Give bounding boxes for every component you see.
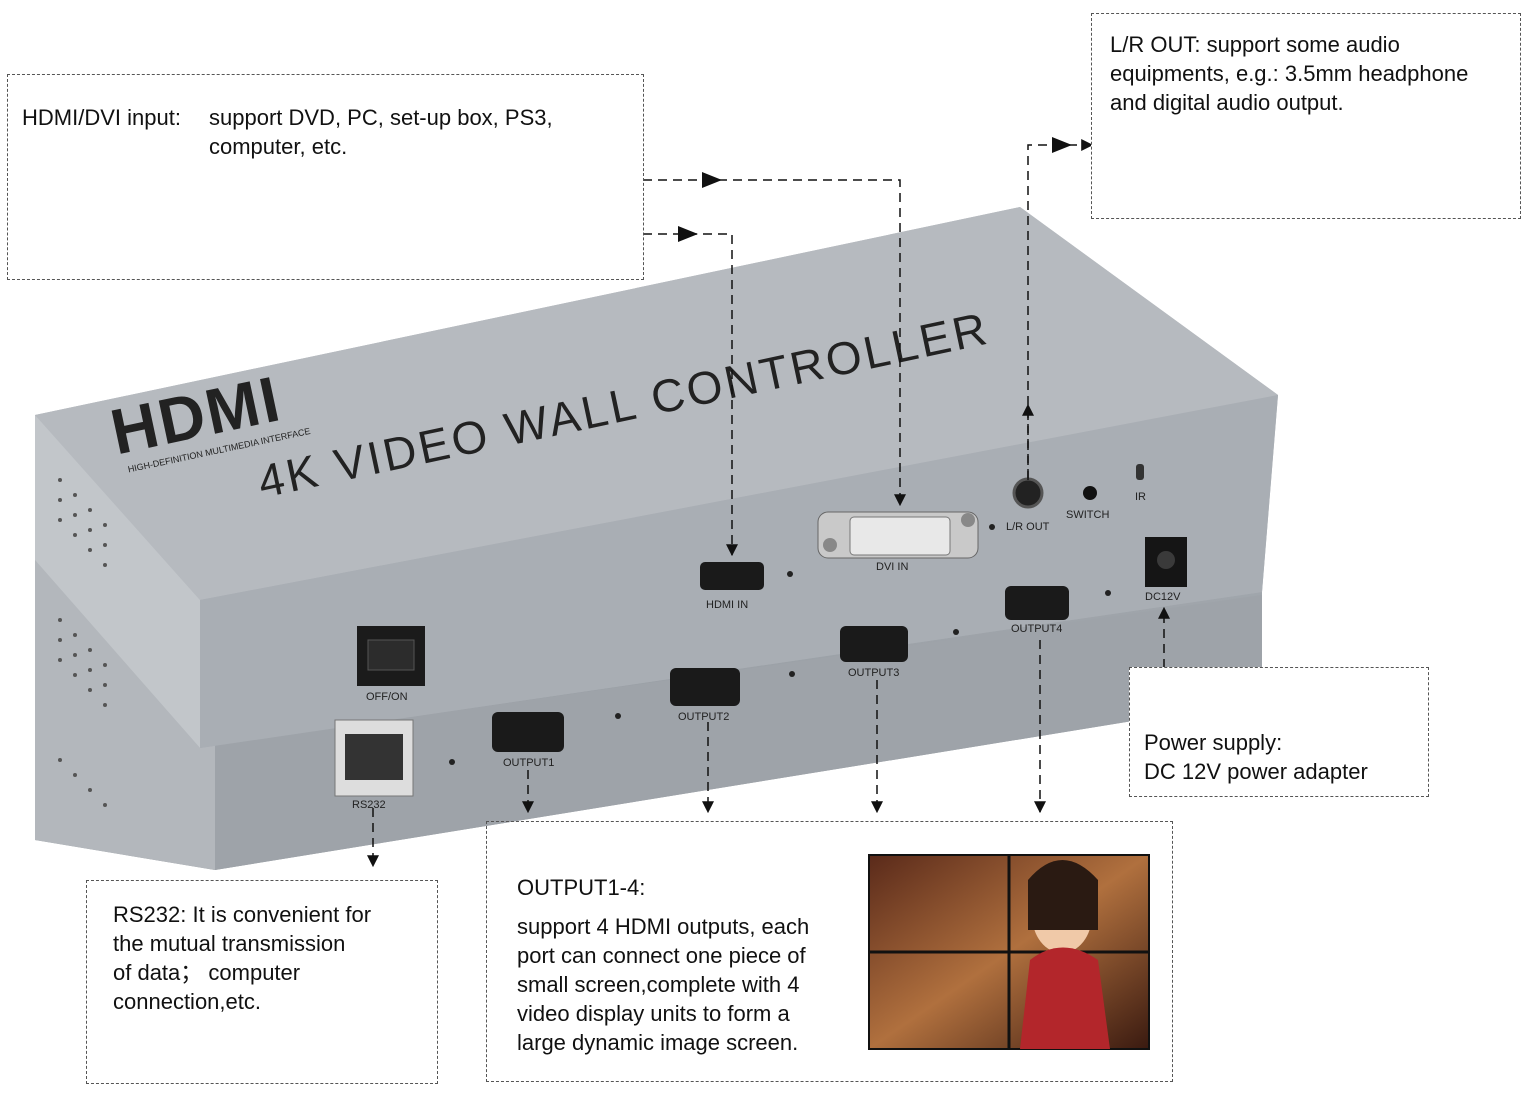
output4-port	[1005, 586, 1069, 620]
outputs-line2: port can connect one piece of	[517, 943, 806, 968]
rs232-label: RS232	[352, 799, 386, 811]
outputs-line1: support 4 HDMI outputs, each	[517, 914, 810, 939]
audio-out-callout	[1091, 13, 1521, 219]
video-wall-image	[868, 854, 1150, 1050]
device-lower-front	[215, 595, 1262, 870]
video-wall-controller-device: HDMI HIGH-DEFINITION MULTIMEDIA INTERFAC…	[35, 207, 1278, 870]
hdmi-input-desc-line1: support DVD, PC, set-up box, PS3,	[209, 105, 553, 130]
switch-label: SWITCH	[1066, 509, 1109, 521]
ir-sensor	[1136, 464, 1144, 480]
device-top-surface	[35, 207, 1278, 600]
hdmi-input-connector	[643, 233, 738, 557]
hdmi-in-port	[700, 562, 764, 590]
rs232-callout	[86, 880, 438, 1084]
dvi-in-label: DVI IN	[876, 561, 908, 573]
ir-label: IR	[1135, 491, 1146, 503]
outputs-line3: small screen,complete with 4	[517, 972, 800, 997]
power-supply-line1: Power supply:	[1144, 730, 1283, 755]
output3-port	[840, 626, 908, 662]
hdmi-input-label: HDMI/DVI input:	[22, 105, 181, 130]
lr-out-jack	[1012, 477, 1044, 509]
output2-port	[670, 668, 740, 706]
power-supply-line2: DC 12V power adapter	[1144, 759, 1368, 784]
output2-label: OUTPUT2	[678, 711, 729, 723]
vent-holes	[58, 478, 107, 807]
dc12v-label: DC12V	[1145, 591, 1181, 603]
power-supply-callout	[1129, 667, 1429, 797]
output3-label: OUTPUT3	[848, 667, 899, 679]
output4-label: OUTPUT4	[1011, 623, 1062, 635]
rs232-line1: RS232: It is convenient for	[113, 902, 372, 927]
outputs-title: OUTPUT1-4:	[517, 875, 646, 900]
connector-arrowheads	[678, 137, 1072, 242]
dvi-input-connector	[643, 179, 906, 507]
outputs-line5: large dynamic image screen.	[517, 1030, 799, 1055]
output1-port	[492, 712, 564, 752]
outputs-line4: video display units to form a	[517, 1001, 790, 1026]
rs232-line3: of data； computer	[113, 960, 301, 985]
device-lower-side	[35, 530, 215, 870]
device-upper-side	[35, 415, 200, 748]
audio-out-line2: equipments, e.g.: 3.5mm headphone	[1110, 61, 1469, 86]
output1-label: OUTPUT1	[503, 757, 554, 769]
dvi-in-port	[817, 511, 979, 559]
power-switch-label: OFF/ON	[366, 691, 408, 703]
hdmi-input-callout	[7, 74, 644, 280]
rs232-line4: connection,etc.	[113, 989, 261, 1014]
audio-out-line3: and digital audio output.	[1110, 90, 1344, 115]
switch-button	[1083, 486, 1097, 500]
hdmi-input-desc-line2: computer, etc.	[209, 134, 348, 159]
lr-out-label: L/R OUT	[1006, 521, 1050, 533]
audio-out-line1: L/R OUT: support some audio	[1110, 32, 1400, 57]
outputs-callout	[486, 821, 1173, 1082]
rs232-line2: the mutual transmission	[113, 931, 346, 956]
hdmi-in-label: HDMI IN	[706, 599, 748, 611]
